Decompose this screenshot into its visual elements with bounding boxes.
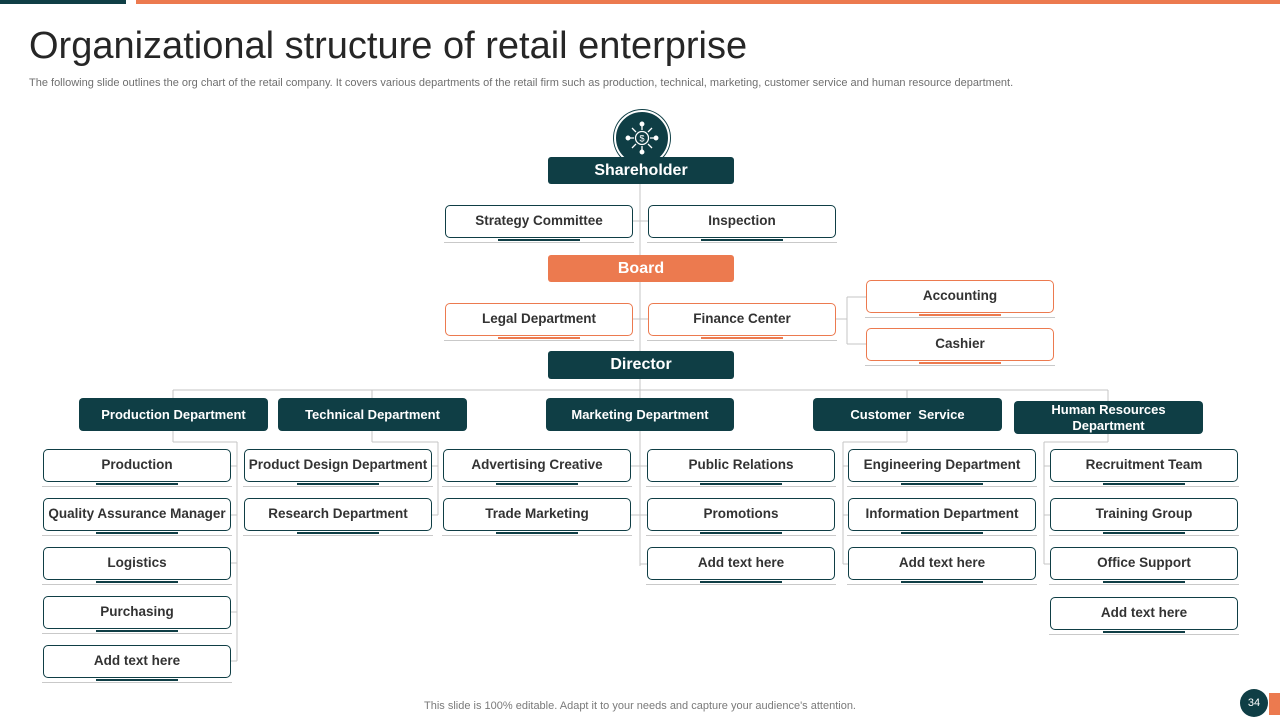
promotions-box: Promotions	[646, 498, 836, 536]
hr-add-text-box: Add text here	[1049, 597, 1239, 635]
quality-assurance-manager-box: Quality Assurance Manager	[42, 498, 232, 536]
dollar-network-icon: $	[614, 110, 670, 166]
trade-marketing-box: Trade Marketing	[442, 498, 632, 536]
production-box: Production	[42, 449, 232, 487]
top-accent-bar-orange	[136, 0, 1280, 4]
cashier-label: Cashier	[935, 336, 985, 352]
purchasing-label: Purchasing	[100, 604, 174, 620]
page-number: 34	[1240, 689, 1268, 717]
public-relations-label: Public Relations	[688, 457, 794, 473]
promotions-label: Promotions	[703, 506, 779, 522]
trade-marketing-label: Trade Marketing	[485, 506, 589, 522]
office-support-label: Office Support	[1097, 555, 1191, 571]
marketing-add-text-label: Add text here	[697, 555, 785, 571]
accounting-label: Accounting	[922, 288, 998, 304]
marketing-add-text-box: Add text here	[646, 547, 836, 585]
inspection-label: Inspection	[708, 213, 776, 229]
engineering-department-box: Engineering Department	[847, 449, 1037, 487]
footer-note: This slide is 100% editable. Adapt it to…	[424, 700, 856, 712]
shareholder-node: Shareholder	[548, 157, 734, 184]
human-resources-department-node: Human Resources Department	[1014, 401, 1203, 434]
training-group-label: Training Group	[1095, 506, 1193, 522]
office-support-box: Office Support	[1049, 547, 1239, 585]
accounting-box: Accounting	[865, 280, 1055, 318]
inspection-box: Inspection	[647, 205, 837, 243]
production-label: Production	[101, 457, 173, 473]
top-accent-bar-dark	[0, 0, 126, 4]
public-relations-box: Public Relations	[646, 449, 836, 487]
hr-add-text-label: Add text here	[1100, 605, 1188, 621]
information-department-box: Information Department	[847, 498, 1037, 536]
logistics-box: Logistics	[42, 547, 232, 585]
customer-service-add-text-label: Add text here	[898, 555, 986, 571]
cashier-box: Cashier	[865, 328, 1055, 366]
finance-center-box: Finance Center	[647, 303, 837, 341]
information-department-label: Information Department	[865, 506, 1019, 522]
page-number-accent-tab	[1269, 693, 1280, 715]
director-node: Director	[548, 351, 734, 379]
svg-text:$: $	[639, 134, 644, 144]
research-department-label: Research Department	[268, 506, 408, 522]
finance-center-label: Finance Center	[693, 311, 791, 327]
marketing-department-node: Marketing Department	[546, 398, 734, 431]
product-design-department-label: Product Design Department	[248, 457, 428, 473]
board-node: Board	[548, 255, 734, 282]
recruitment-team-box: Recruitment Team	[1049, 449, 1239, 487]
legal-department-label: Legal Department	[481, 311, 597, 327]
logistics-label: Logistics	[107, 555, 167, 571]
training-group-box: Training Group	[1049, 498, 1239, 536]
production-department-node: Production Department	[79, 398, 268, 431]
research-department-box: Research Department	[243, 498, 433, 536]
customer-service-node: Customer Service	[813, 398, 1002, 431]
strategy-committee-label: Strategy Committee	[475, 213, 603, 229]
page-title: Organizational structure of retail enter…	[29, 25, 748, 67]
engineering-department-label: Engineering Department	[863, 457, 1021, 473]
quality-assurance-manager-label: Quality Assurance Manager	[48, 506, 226, 522]
product-design-department-box: Product Design Department	[243, 449, 433, 487]
purchasing-box: Purchasing	[42, 596, 232, 634]
page-subtitle: The following slide outlines the org cha…	[29, 77, 1014, 89]
production-add-text-label: Add text here	[93, 653, 181, 669]
production-add-text-box: Add text here	[42, 645, 232, 683]
legal-department-box: Legal Department	[444, 303, 634, 341]
advertising-creative-label: Advertising Creative	[471, 457, 603, 473]
recruitment-team-label: Recruitment Team	[1085, 457, 1203, 473]
customer-service-add-text-box: Add text here	[847, 547, 1037, 585]
strategy-committee-box: Strategy Committee	[444, 205, 634, 243]
advertising-creative-box: Advertising Creative	[442, 449, 632, 487]
technical-department-node: Technical Department	[278, 398, 467, 431]
